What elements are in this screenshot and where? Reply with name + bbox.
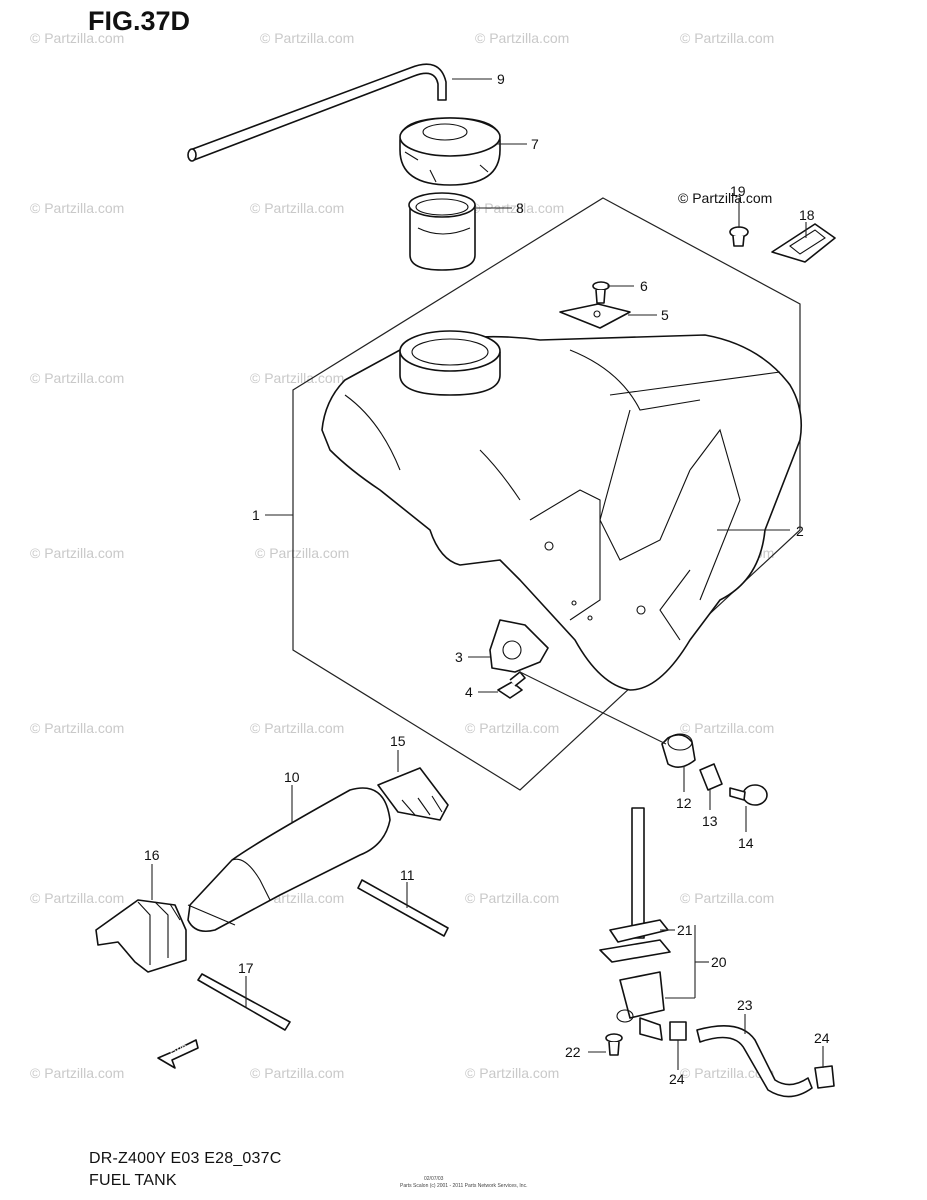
model-code: DR-Z400Y E03 E28_037C <box>89 1150 282 1167</box>
watermark: © Partzilla.com <box>680 890 775 906</box>
watermark: © Partzilla.com <box>680 1065 775 1081</box>
screw <box>592 281 610 304</box>
watermark: © Partzilla.com <box>250 200 345 216</box>
callout-13: 13 <box>702 813 718 829</box>
callout-17: 17 <box>238 960 254 976</box>
callout-8: 8 <box>516 200 524 216</box>
footer-credit: Parts Scalon (c) 2001 - 2011 Parts Netwo… <box>400 1183 528 1189</box>
rubber-strap <box>771 223 836 263</box>
watermark: © Partzilla.com <box>250 720 345 736</box>
bolt <box>729 226 749 247</box>
callout-20: 20 <box>711 954 727 970</box>
protector <box>95 899 187 973</box>
callout-22: 22 <box>565 1044 581 1060</box>
callout-7: 7 <box>531 136 539 152</box>
watermark: © Partzilla.com <box>30 1065 125 1081</box>
leader-lines <box>151 78 824 1070</box>
callout-16: 16 <box>144 847 160 863</box>
callout-14: 14 <box>738 835 754 851</box>
washer-bolt <box>729 784 768 806</box>
watermark: © Partzilla.com <box>255 545 350 561</box>
watermark: © Partzilla.com <box>30 720 125 736</box>
cock-screw <box>605 1033 623 1056</box>
watermark: © Partzilla.com <box>30 370 125 386</box>
callout-23: 23 <box>737 997 753 1013</box>
callout-11: 11 <box>400 867 415 883</box>
fuel-hose <box>696 1024 813 1098</box>
callout-5: 5 <box>661 307 669 323</box>
watermark: © Partzilla.com <box>470 200 565 216</box>
watermark: © Partzilla.com <box>465 720 560 736</box>
tank-bracket <box>559 303 631 329</box>
footer-date: 02/07/03 <box>424 1176 444 1182</box>
copyright-notice: © Partzilla.com <box>678 190 773 206</box>
callout-6: 6 <box>640 278 648 294</box>
callout-24-left: 24 <box>669 1071 685 1087</box>
callout-4: 4 <box>465 684 473 700</box>
callout-12: 12 <box>676 795 692 811</box>
heat-shield <box>187 787 391 933</box>
callout-1: 1 <box>252 507 260 523</box>
heat-guard-clip <box>377 767 449 821</box>
cable-tie-lower <box>197 973 291 1031</box>
fuel-cock <box>599 807 671 1041</box>
fuel-cap <box>399 117 501 186</box>
collar <box>699 763 723 791</box>
assembly-boundary <box>292 197 801 791</box>
callout-2: 2 <box>796 523 804 539</box>
watermark: © Partzilla.com <box>680 30 775 46</box>
callout-15: 15 <box>390 733 406 749</box>
watermark: © Partzilla.com <box>30 545 125 561</box>
fwd-arrow-icon: FWD <box>157 1039 199 1069</box>
callout-24-right: 24 <box>814 1030 830 1046</box>
watermark: © Partzilla.com <box>30 200 125 216</box>
watermark: © Partzilla.com <box>475 30 570 46</box>
callout-9: 9 <box>497 71 505 87</box>
hose-clip-right <box>814 1065 835 1089</box>
breather-hose <box>187 63 447 162</box>
watermark: © Partzilla.com <box>250 1065 345 1081</box>
mount-bolt <box>497 671 526 699</box>
callout-18: 18 <box>799 207 815 223</box>
valve-mount <box>489 619 549 673</box>
fuel-tank <box>321 330 803 691</box>
cable-tie-upper <box>357 879 449 937</box>
watermark: © Partzilla.com <box>465 1065 560 1081</box>
callout-3: 3 <box>455 649 463 665</box>
grommet <box>661 733 696 768</box>
watermark: © Partzilla.com <box>260 30 355 46</box>
watermark: © Partzilla.com <box>465 890 560 906</box>
callout-labels: 9 7 8 6 5 19 18 1 2 3 4 12 13 14 15 10 1… <box>144 71 830 1087</box>
callout-10: 10 <box>284 769 300 785</box>
watermark: © Partzilla.com <box>250 370 345 386</box>
callout-21: 21 <box>677 922 693 938</box>
figure-title: FIG.37D <box>88 6 191 36</box>
callout-19: 19 <box>730 183 746 199</box>
watermark: © Partzilla.com <box>680 720 775 736</box>
section-title: FUEL TANK <box>89 1172 177 1189</box>
watermark: © Partzilla.com <box>30 30 125 46</box>
filler-ring <box>408 192 476 271</box>
watermark: © Partzilla.com <box>30 890 125 906</box>
hose-clip-left <box>669 1021 687 1041</box>
